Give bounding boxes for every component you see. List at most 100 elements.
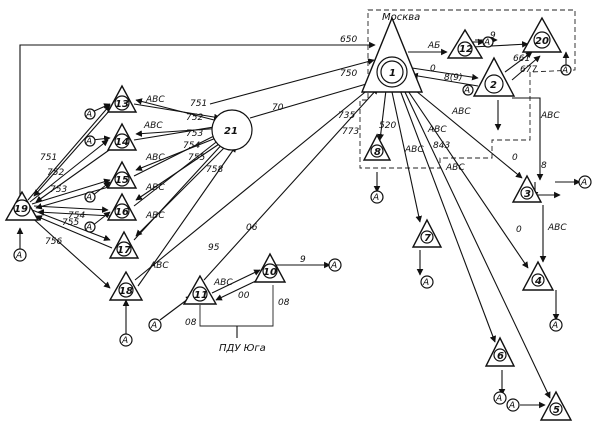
node-6: 6 (484, 336, 516, 367)
terminal-2: А (462, 84, 474, 96)
edge-label-95: 95 (208, 243, 220, 253)
node-13-label: 13 (115, 99, 129, 110)
node-13: 13 (106, 84, 138, 113)
edge-label-0: 0 (430, 64, 436, 74)
edge-label-751: 751 (40, 153, 57, 163)
svg-text:А: А (495, 394, 502, 404)
node-8: 8 (362, 133, 392, 161)
edge-label-756: 756 (45, 237, 62, 247)
svg-text:А: А (85, 110, 92, 120)
edge-label-520: 520 (379, 121, 396, 131)
node-15-label: 15 (115, 175, 129, 186)
node-18-label: 18 (119, 286, 133, 297)
node-5: 5 (539, 390, 573, 421)
edge-label-abc-2: АВС (427, 125, 447, 135)
edge-label-abc-8: АВС (145, 183, 165, 193)
svg-text:А: А (561, 66, 568, 76)
edge-label-735: 735 (338, 111, 355, 121)
node-4-label: 4 (534, 276, 542, 287)
node-12-label: 12 (459, 44, 473, 55)
edge-label-650: 650 (340, 35, 357, 45)
node-19-label: 19 (14, 204, 28, 215)
edge-label-abc-7: АВС (145, 153, 165, 163)
edge-label-9b: 9 (300, 255, 306, 265)
node-17-label: 17 (117, 245, 131, 256)
node-17: 17 (108, 230, 140, 259)
terminal-18: А (119, 333, 133, 347)
edge-label-755b: 755 (188, 153, 205, 163)
node-1: 1 (360, 16, 424, 93)
svg-text:А: А (150, 321, 157, 331)
edge-label-abc-34: АВС (547, 223, 567, 233)
terminal-13: А (84, 108, 96, 120)
edge-label-9: 9 (490, 31, 496, 41)
svg-text:А: А (121, 336, 128, 346)
node-1-label: 1 (389, 68, 396, 79)
terminal-4: А (549, 318, 563, 332)
terminal-16: А (84, 221, 96, 233)
svg-text:А: А (580, 178, 587, 188)
edge-label-753: 753 (50, 185, 67, 195)
terminal-10: А (328, 258, 342, 272)
edge-label-0c: 0 (512, 153, 518, 163)
node-4: 4 (521, 260, 555, 291)
edge-label-8-9: 8(9) (444, 73, 462, 83)
svg-text:А: А (422, 278, 429, 288)
node-18: 18 (108, 270, 144, 301)
edge-label-754: 754 (68, 211, 85, 221)
node-14-label: 14 (115, 137, 129, 148)
pdu-bracket (199, 285, 274, 327)
terminal-14: А (84, 135, 96, 147)
svg-text:А: А (15, 251, 22, 261)
edge-label-754b: 754 (183, 141, 200, 151)
edge-label-abc-5: АВС (145, 95, 165, 105)
svg-text:А: А (463, 86, 470, 96)
svg-text:А: А (483, 38, 490, 48)
node-19: 19 (4, 190, 40, 221)
edge-label-70: 70 (272, 103, 284, 113)
edge-label-abc-right: АВС (540, 111, 560, 121)
edge-label-abc-10: АВС (149, 261, 169, 271)
edge-label-661: 661 (513, 54, 530, 64)
svg-text:А: А (85, 137, 92, 147)
edge-label-abc-1: АВС (404, 145, 424, 155)
edge-label-abc-3: АВС (445, 163, 465, 173)
edge-label-06: 06 (246, 223, 258, 233)
node-2: 2 (472, 56, 516, 97)
terminal-15: А (84, 191, 96, 203)
edge-label-abc-11: АВС (213, 278, 233, 288)
edges (16, 36, 581, 409)
node-6-label: 6 (497, 351, 504, 362)
svg-text:А: А (551, 321, 558, 331)
node-3: 3 (511, 174, 543, 203)
edge-label-abc-9: АВС (145, 211, 165, 221)
edge-labels: 650 АБ 9 0 8(9) 661 677 750 70 735 773 5… (40, 31, 567, 328)
edge-label-00: 00 (238, 291, 250, 301)
node-20: 20 (521, 16, 563, 53)
node-7: 7 (411, 218, 443, 248)
node-16: 16 (106, 192, 138, 221)
moscow-region (359, 9, 576, 169)
node-11-label: 11 (194, 290, 208, 301)
edge-label-08b: 08 (278, 298, 290, 308)
edge-label-753b: 753 (186, 129, 203, 139)
svg-text:А: А (372, 193, 379, 203)
terminal-11: А (148, 318, 162, 332)
node-3-label: 3 (524, 189, 531, 200)
node-21: 21 (211, 109, 253, 151)
terminal-12: А (482, 36, 494, 48)
node-21-label: 21 (224, 126, 238, 137)
edge-label-752b: 752 (186, 113, 203, 123)
moscow-label: Москва (382, 12, 420, 23)
node-7-label: 7 (424, 233, 431, 244)
edge-label-08a: 08 (185, 318, 197, 328)
edge-label-758: 758 (206, 165, 223, 175)
terminal-8: А (370, 190, 384, 204)
edge-label-677: 677 (520, 65, 537, 75)
node-5-label: 5 (553, 405, 560, 416)
svg-text:А: А (508, 401, 515, 411)
terminal-19: А (13, 248, 27, 262)
edge-label-773: 773 (342, 127, 359, 137)
edge-label-0d: 0 (516, 225, 522, 235)
